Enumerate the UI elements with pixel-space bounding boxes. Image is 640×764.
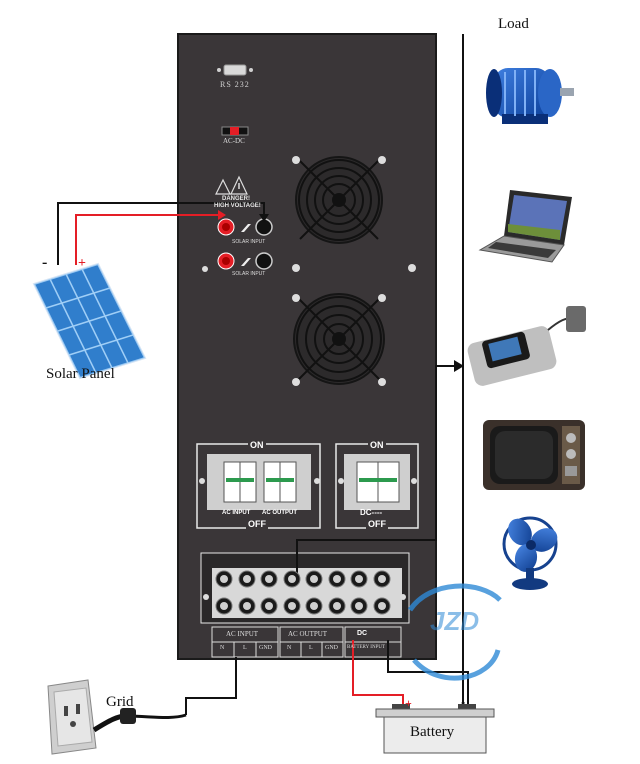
- term-l2: L: [309, 645, 313, 651]
- solar-input-label-1: SOLAR INPUT: [232, 239, 266, 245]
- solar-positive-wire: [75, 214, 218, 265]
- terminal-screw: [373, 570, 391, 588]
- term-n1: N: [220, 645, 225, 651]
- term-ac-input-header: AC INPUT: [226, 630, 259, 638]
- terminal-screw: [215, 570, 233, 588]
- terminal-screw: [350, 597, 368, 615]
- motor-icon: [486, 68, 574, 124]
- terminal-screw: [260, 570, 278, 588]
- term-n2: N: [287, 645, 292, 651]
- terminal-screw: [305, 570, 323, 588]
- terminal-screw: [238, 597, 256, 615]
- terminal-screw: [350, 570, 368, 588]
- solar-minus-sign: -: [42, 254, 48, 271]
- terminal-screw: [238, 570, 256, 588]
- danger-label: DANGER!: [222, 196, 250, 202]
- rs232-port: [217, 64, 253, 76]
- terminal-screw: [283, 570, 301, 588]
- battery-minus-sign: -: [461, 694, 466, 709]
- term-l1: L: [243, 645, 247, 651]
- solar-negative-wire: [57, 202, 265, 265]
- cooling-fan-bottom: [292, 293, 386, 386]
- terminal-screw: [215, 597, 233, 615]
- battery-plus-sign: +: [405, 696, 412, 710]
- ac-dc-label: AC-DC: [223, 137, 245, 145]
- term-battery-input: BATTERY INPUT: [347, 645, 386, 650]
- load-label: Load: [498, 16, 529, 32]
- solar-input-label-2: SOLAR INPUT: [232, 271, 266, 277]
- dc-breaker-label: DC----: [360, 508, 383, 517]
- terminal-screw: [260, 597, 278, 615]
- watermark-logo: [407, 583, 502, 681]
- high-voltage-label: HIGH VOLTAGE!: [214, 203, 261, 209]
- term-gnd1: GND: [259, 645, 272, 651]
- ac-output-breaker-label: AC OUTPUT: [262, 510, 297, 516]
- dc-breaker-panel: [335, 443, 419, 529]
- dc-breaker-on-label: ON: [368, 440, 386, 450]
- terminal-label-strip: [211, 626, 402, 658]
- ac-dc-switch: [221, 126, 249, 136]
- terminal-screw: [328, 570, 346, 588]
- ac-breaker-off-label: OFF: [246, 519, 268, 529]
- laptop-icon: [478, 190, 572, 263]
- wall-outlet-icon: [47, 679, 187, 755]
- terminal-screw: [328, 597, 346, 615]
- grid-label: Grid: [106, 694, 134, 710]
- grid-wire: [185, 657, 237, 715]
- term-dc-header: DC: [357, 630, 368, 637]
- watermark-text: JZD: [430, 606, 480, 636]
- battery-icon: [375, 704, 495, 754]
- dc-breaker-off-label: OFF: [366, 519, 388, 529]
- battery-label: Battery: [410, 724, 455, 740]
- cooling-fan-top: [292, 156, 416, 272]
- rs232-label: RS 232: [220, 80, 250, 89]
- solar-plus-sign: +: [78, 256, 86, 271]
- ac-breaker-on-label: ON: [248, 440, 266, 450]
- danger-warning-icon: [215, 175, 248, 195]
- term-gnd2: GND: [325, 645, 338, 651]
- fan-icon: [502, 516, 558, 590]
- term-ac-output-header: AC OUTPUT: [288, 630, 328, 638]
- terminal-screw: [283, 597, 301, 615]
- tv-icon: [483, 420, 585, 490]
- terminal-screw: [373, 597, 391, 615]
- ac-output-wire: [296, 365, 454, 575]
- phone-charger-icon: [467, 306, 586, 386]
- battery-positive-wire: [352, 640, 404, 704]
- solar-panel-icon: [32, 262, 147, 380]
- terminal-screw: [305, 597, 323, 615]
- solar-panel-label: Solar Panel: [46, 366, 115, 382]
- ac-input-breaker-label: AC INPUT: [222, 510, 251, 516]
- ac-breaker-panel: [196, 443, 321, 529]
